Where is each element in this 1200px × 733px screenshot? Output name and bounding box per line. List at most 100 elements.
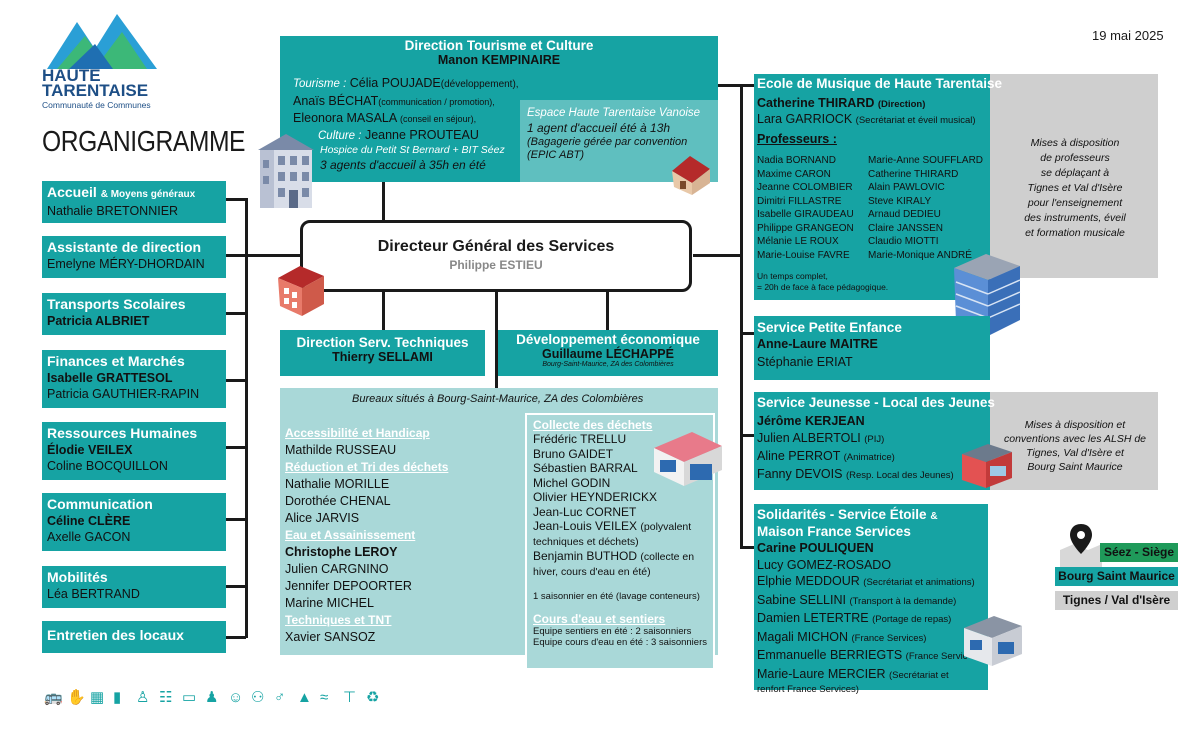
solidarites-role: renfort France Services)	[757, 684, 859, 695]
solidarites-amp: &	[930, 511, 938, 522]
jeunesse-head: Jérôme KERJEAN	[757, 414, 865, 428]
prof-name: Steve KIRALY	[868, 195, 932, 207]
box-title: Finances et Marchés	[47, 353, 185, 369]
section-person: Jennifer DEPOORTER	[285, 579, 412, 593]
page-title: ORGANIGRAMME	[42, 126, 246, 158]
box-person: Coline BOCQUILLON	[47, 459, 168, 473]
prof-name: Marie-Monique ANDRÉ	[868, 249, 972, 261]
side-line: Bourg Saint Maurice	[1027, 461, 1123, 473]
solidarites-person: Elphie MEDDOUR	[757, 574, 860, 588]
solidarites-role: (Transport à la demande)	[849, 595, 957, 607]
musique-director: Catherine THIRARD	[757, 96, 875, 110]
solidarites-role: (France Servic	[905, 651, 968, 662]
network-icon: ⚇	[251, 689, 265, 706]
location-label: Tignes / Val d'Isère	[1062, 593, 1171, 607]
side-line: se déplaçant à	[1040, 167, 1110, 179]
side-line: Tignes, Val d'Isère et	[1026, 447, 1124, 459]
dgs-box: Directeur Général des Services Philippe …	[300, 220, 692, 292]
jeunesse-panel	[754, 392, 990, 490]
prof-name: Marie-Anne SOUFFLARD	[868, 155, 984, 166]
collecte-role: (polyvalent	[640, 521, 692, 533]
tourisme-title: Direction Tourisme et Culture	[404, 38, 594, 53]
connector	[226, 312, 246, 315]
cours-title: Cours d'eau et sentiers	[533, 612, 666, 626]
family-icon: ♟	[205, 689, 219, 706]
collecte-person: Frédéric TRELLU	[533, 432, 627, 446]
connector	[495, 292, 498, 388]
connector	[245, 254, 303, 257]
collecte-title: Collecte des déchets	[533, 418, 653, 432]
connector	[740, 546, 754, 549]
box-title: Transports Scolaires	[47, 296, 186, 312]
connector	[740, 84, 743, 549]
collecte-seasonal: 1 saisonnier en été (lavage conteneurs)	[533, 591, 700, 602]
musique-note-line: Un temps complet,	[757, 271, 828, 281]
connector	[226, 636, 246, 639]
box-title: Communication	[47, 496, 153, 512]
hotel-building-icon	[258, 134, 314, 208]
jeunesse-side-panel	[990, 392, 1158, 490]
jeunesse-side-text: Mises à disposition et conventions avec …	[1000, 418, 1150, 474]
collecte-content: Collecte des déchets Frédéric TRELLU Bru…	[533, 418, 713, 648]
side-line: Mises à disposition	[1030, 137, 1120, 149]
section-person: Julien CARGNINO	[285, 562, 389, 576]
musique-side-panel	[990, 74, 1158, 278]
prof-column-2: Marie-Anne SOUFFLARD Catherine THIRARD A…	[868, 154, 983, 262]
collecte-role: hiver, cours d'eau en été)	[533, 565, 651, 578]
solidarites-title: Solidarités - Service Étoile & Maison Fr…	[757, 507, 938, 539]
musique-secretary: Lara GARRIOCK	[757, 112, 853, 126]
tourisme-role: (communication / promotion),	[378, 97, 495, 107]
logo-line1: HAUTE	[42, 66, 101, 85]
section-title: Réduction et Tri des déchets	[285, 460, 449, 474]
connector	[606, 292, 609, 332]
box-title-small: & Moyens généraux	[100, 189, 196, 200]
side-line: de professeurs	[1040, 152, 1110, 164]
section-title: Eau et Assainissement	[285, 528, 416, 542]
musique-note-line: = 20h de face à face pédagogique.	[757, 282, 889, 292]
logo-line2: TARENTAISE	[42, 81, 149, 100]
mountain-icon: ▲	[297, 689, 312, 706]
prof-name: Dimitri FILLASTRE	[757, 195, 842, 207]
connector	[226, 379, 246, 382]
solidarites-title-2: Maison France Services	[757, 524, 911, 539]
solidarites-person: Lucy GOMEZ-ROSADO	[757, 557, 892, 572]
solidarites-role: (France Services)	[851, 632, 927, 644]
tourisme-director: Manon KEMPINAIRE	[437, 53, 561, 67]
collecte-role: techniques et déchets)	[533, 535, 639, 548]
box-finances: Finances et Marchés Isabelle GRATTESOL P…	[42, 350, 226, 408]
building-icon: ▦	[90, 689, 105, 706]
connector	[226, 585, 246, 588]
solidarites-person: Sabine SELLINI	[757, 592, 846, 607]
mountain-logo-icon	[47, 14, 157, 69]
culture-person: Jeanne PROUTEAU	[364, 128, 479, 142]
solidarites-person: Emmanuelle BERRIEGTS	[757, 648, 903, 662]
box-transports: Transports Scolaires Patricia ALBRIET	[42, 293, 226, 335]
group-icon: ☺	[228, 689, 244, 706]
espace-line1: 1 agent d'accueil été à 13h	[527, 121, 671, 135]
section-person: Marine MICHEL	[285, 596, 374, 610]
warehouse-icon	[654, 432, 722, 486]
box-person: Patricia ALBRIET	[47, 314, 150, 328]
connector	[718, 84, 742, 87]
connector	[693, 254, 743, 257]
computer-icon: ▭	[182, 689, 197, 706]
box-person: Axelle GACON	[47, 530, 131, 544]
tourisme-list: Tourisme : Célia POUJADE(développement),…	[293, 75, 523, 144]
side-line: Mises à disposition et	[1024, 419, 1126, 431]
musique-secretary-role: (Secrétariat et éveil musical)	[855, 115, 976, 126]
espace-line3: (EPIC ABT)	[527, 149, 585, 161]
connector	[226, 254, 246, 257]
collecte-role: (collecte en	[640, 551, 695, 563]
prof-column-1: Nadia BORNAND Maxime CARON Jeanne COLOMB…	[757, 154, 854, 262]
connector	[740, 332, 754, 335]
eco-director: Guillaume LÉCHAPPÉ	[542, 347, 674, 361]
solidarites-person: Marie-Laure MERCIER	[757, 666, 886, 681]
collecte-person: Jean-Louis VEILEX	[533, 519, 638, 533]
petite-enfance-panel	[754, 316, 990, 380]
section-title: Techniques et TNT	[285, 613, 392, 627]
tourisme-person: Eleonora MASALA	[293, 111, 397, 125]
solidarites-role: (Secrétariat et	[889, 669, 949, 681]
connector	[226, 446, 246, 449]
box-entretien: Entretien des locaux	[42, 621, 226, 653]
cours-line: Equipe sentiers en été : 2 saisonniers	[533, 626, 692, 637]
